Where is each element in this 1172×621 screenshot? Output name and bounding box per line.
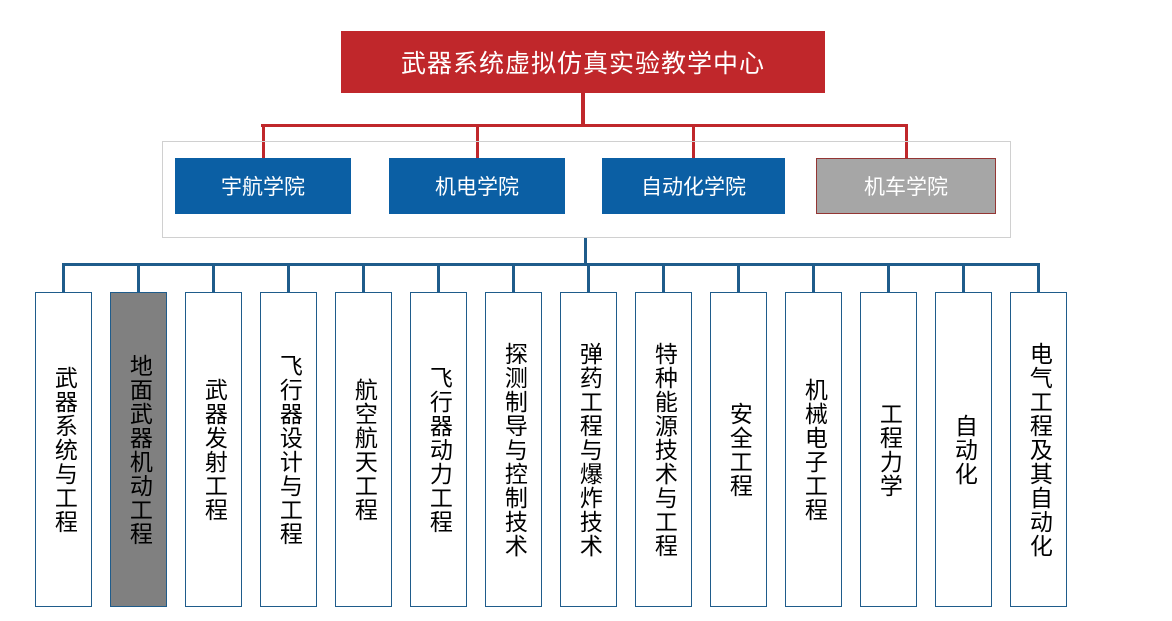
blue-drop-9 <box>662 263 665 292</box>
major-node-label: 武器系统与工程 <box>51 365 78 534</box>
major-node-8[interactable]: 弹药工程与爆炸技术 <box>560 292 617 607</box>
college-node-label: 宇航学院 <box>221 176 305 199</box>
blue-drop-8 <box>587 263 590 292</box>
blue-drop-10 <box>737 263 740 292</box>
major-node-12[interactable]: 工程力学 <box>860 292 917 607</box>
major-node-label: 安全工程 <box>726 401 753 498</box>
red-stem-root <box>581 93 585 127</box>
major-node-7[interactable]: 探测制导与控制技术 <box>485 292 542 607</box>
major-node-5[interactable]: 航空航天工程 <box>335 292 392 607</box>
major-node-11[interactable]: 机械电子工程 <box>785 292 842 607</box>
college-node-2[interactable]: 机电学院 <box>389 158 565 214</box>
major-node-label: 地面武器机动工程 <box>126 353 153 546</box>
blue-drop-11 <box>812 263 815 292</box>
red-bus <box>261 124 908 127</box>
major-node-3[interactable]: 武器发射工程 <box>185 292 242 607</box>
major-node-4[interactable]: 飞行器设计与工程 <box>260 292 317 607</box>
blue-drop-3 <box>212 263 215 292</box>
major-node-6[interactable]: 飞行器动力工程 <box>410 292 467 607</box>
blue-drop-1 <box>62 263 65 292</box>
root-node-label: 武器系统虚拟仿真实验教学中心 <box>400 50 765 78</box>
major-node-label: 弹药工程与爆炸技术 <box>576 341 603 558</box>
colleges-container <box>162 141 1011 238</box>
college-node-4[interactable]: 机车学院 <box>816 158 996 214</box>
major-node-1[interactable]: 武器系统与工程 <box>35 292 92 607</box>
blue-drop-14 <box>1037 263 1040 292</box>
major-node-label: 航空航天工程 <box>351 377 378 522</box>
major-node-label: 工程力学 <box>876 401 903 498</box>
major-node-label: 飞行器设计与工程 <box>276 353 303 546</box>
major-node-label: 电气工程及其自动化 <box>1026 341 1053 558</box>
blue-bus <box>62 263 1040 266</box>
major-node-14[interactable]: 电气工程及其自动化 <box>1010 292 1067 607</box>
blue-drop-4 <box>287 263 290 292</box>
blue-drop-6 <box>437 263 440 292</box>
blue-drop-7 <box>512 263 515 292</box>
college-node-label: 机车学院 <box>864 176 948 199</box>
blue-drop-13 <box>962 263 965 292</box>
blue-drop-12 <box>887 263 890 292</box>
major-node-label: 武器发射工程 <box>201 377 228 522</box>
major-node-label: 机械电子工程 <box>801 377 828 522</box>
college-node-label: 自动化学院 <box>641 176 746 199</box>
major-node-label: 自动化 <box>951 413 978 486</box>
major-node-label: 特种能源技术与工程 <box>651 341 678 558</box>
college-node-label: 机电学院 <box>435 176 519 199</box>
college-node-3[interactable]: 自动化学院 <box>602 158 785 214</box>
major-node-10[interactable]: 安全工程 <box>710 292 767 607</box>
major-node-label: 飞行器动力工程 <box>426 365 453 534</box>
major-node-13[interactable]: 自动化 <box>935 292 992 607</box>
major-node-label: 探测制导与控制技术 <box>501 341 528 558</box>
major-node-9[interactable]: 特种能源技术与工程 <box>635 292 692 607</box>
blue-drop-5 <box>362 263 365 292</box>
major-node-2[interactable]: 地面武器机动工程 <box>110 292 167 607</box>
college-node-1[interactable]: 宇航学院 <box>175 158 351 214</box>
root-node-teaching-center[interactable]: 武器系统虚拟仿真实验教学中心 <box>341 31 825 93</box>
blue-stem-root <box>584 238 587 266</box>
blue-drop-2 <box>137 263 140 292</box>
